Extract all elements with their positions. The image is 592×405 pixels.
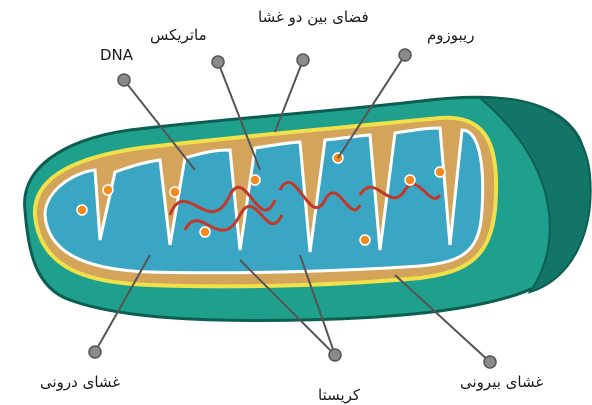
label-intermembrane-space: فضای بین دو غشا (258, 10, 369, 25)
ribosome-dot (405, 175, 415, 185)
leader-dot-cristae (329, 349, 341, 361)
ribosome-dot (200, 227, 210, 237)
label-cristae: کریستا (318, 388, 360, 403)
leader-dot-inner-membrane (89, 346, 101, 358)
label-outer-membrane: غشای بیرونی (460, 375, 543, 390)
leader-dot-dna (118, 74, 130, 86)
label-ribosome: ریبوزوم (427, 28, 474, 43)
ribosome-dot (77, 205, 87, 215)
leader-dot-intermembrane (297, 54, 309, 66)
ribosome-dot (435, 167, 445, 177)
leader-dot-ribosome (399, 49, 411, 61)
ribosome-dot (250, 175, 260, 185)
ribosome-dot (360, 235, 370, 245)
leader-dot-matrix (212, 56, 224, 68)
ribosome-dot (170, 187, 180, 197)
label-inner-membrane: غشای درونی (40, 375, 120, 390)
label-matrix: ماتریکس (150, 28, 207, 43)
label-dna: DNA (100, 48, 133, 63)
leader-dot-outer-membrane (484, 356, 496, 368)
ribosome-dot (103, 185, 113, 195)
